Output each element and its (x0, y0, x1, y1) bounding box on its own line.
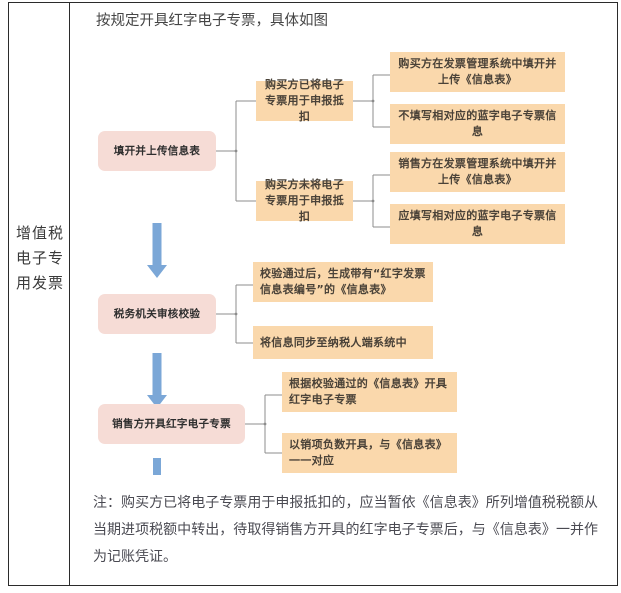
flow-arrow-down-1 (142, 223, 172, 278)
branch-node-buyer-not-declared[interactable]: 购买方未将电子专票用于申报抵扣 (256, 178, 353, 223)
leaf-node-negative-output-match[interactable]: 以销项负数开具，与《信息表》一一对应 (282, 433, 457, 473)
flow-arrow-down-2 (142, 353, 172, 408)
leaf-node-sync-to-taxpayer-system[interactable]: 将信息同步至纳税人端系统中 (253, 326, 433, 359)
leaf-node-buyer-fills-system-form[interactable]: 购买方在发票管理系统中填开并上传《信息表》 (390, 52, 565, 92)
row-header-label: 增值税电子专用发票 (15, 224, 64, 292)
document-table: 增值税电子专用发票 按规定开具红字电子专票，具体如图 (8, 2, 618, 586)
table-column-divider (69, 3, 70, 585)
leaf-node-issue-per-verified-form[interactable]: 根据校验通过的《信息表》开具红字电子专票 (282, 372, 457, 412)
stage-node-fill-upload-form[interactable]: 填开并上传信息表 (98, 131, 216, 171)
leaf-node-seller-fills-system-form[interactable]: 销售方在发票管理系统中填开并上传《信息表》 (390, 152, 565, 192)
leaf-node-no-blue-invoice-info[interactable]: 不填写相对应的蓝字电子专票信息 (390, 104, 565, 144)
stage-node-seller-issues-red-invoice[interactable]: 销售方开具红字电子专票 (98, 404, 245, 444)
table-content-cell: 按规定开具红字电子专票，具体如图 (70, 3, 618, 586)
stage-node-tax-authority-review[interactable]: 税务机关审核校验 (98, 294, 216, 334)
footer-note: 注：购买方已将电子专票用于申报抵扣的，应当暂依《信息表》所列增值税税额从当期进项… (93, 495, 598, 565)
page-title: 按规定开具红字电子专票，具体如图 (96, 13, 328, 29)
branch-node-buyer-already-declared[interactable]: 购买方已将电子专票用于申报抵扣 (256, 78, 353, 123)
flow-arrow-stub (153, 458, 161, 475)
leaf-node-fill-blue-invoice-info[interactable]: 应填写相对应的蓝字电子专票信息 (390, 204, 565, 244)
leaf-node-generate-numbered-form[interactable]: 校验通过后，生成带有“红字发票信息表编号”的《信息表》 (253, 262, 433, 302)
flowchart-diagram: 填开并上传信息表 购买方已将电子专票用于申报抵扣 购买方未将电子专票用于申报抵扣… (70, 33, 618, 483)
